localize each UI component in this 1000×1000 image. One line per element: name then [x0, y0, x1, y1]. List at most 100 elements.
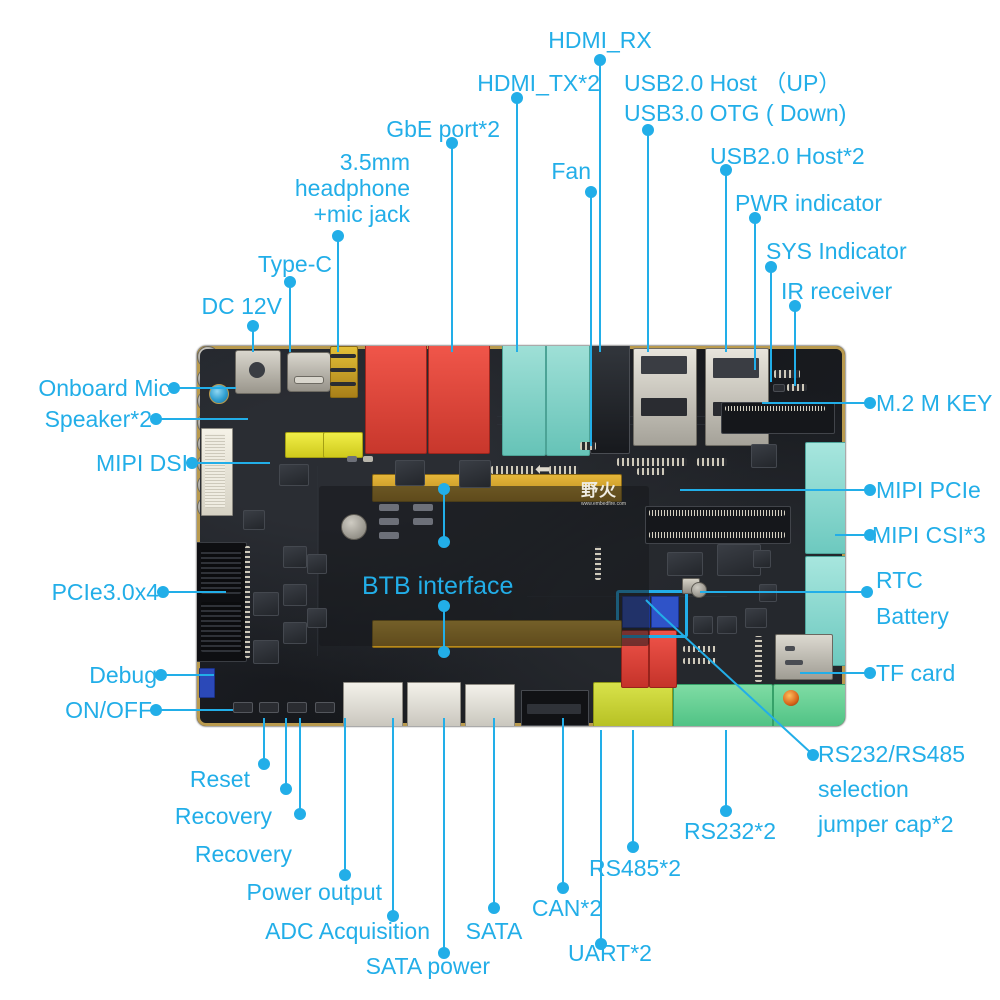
- usb-opening-down: [641, 398, 687, 416]
- callout-power-output: Power output: [246, 879, 382, 905]
- development-board: BTB interface 野火 www.embedfire.com ⬅: [197, 346, 845, 726]
- ic-chip: [667, 552, 703, 576]
- callout-reset: Reset: [189, 766, 250, 792]
- pcie-via-row: [245, 546, 250, 658]
- ic-chip: [283, 622, 307, 644]
- onboard-mic: [209, 384, 229, 404]
- callout-rs485: RS485*2: [588, 855, 682, 881]
- smd-resistor: [379, 518, 399, 525]
- hdmi-rx-port: [590, 346, 630, 454]
- power-led: [783, 690, 799, 706]
- rtc-battery-cell: [691, 582, 707, 598]
- tf-card-slot: [775, 634, 833, 680]
- brand-url: www.embedfire.com: [581, 501, 627, 507]
- callout-jumper-line2: selection: [818, 776, 909, 802]
- callout-jumper-line3: jumper cap*2: [818, 811, 954, 837]
- ic-chip: [759, 584, 777, 602]
- callout-sata-power: SATA power: [365, 953, 490, 979]
- ir-receiver: [787, 384, 807, 391]
- inductor: [341, 514, 367, 540]
- smd-resistor: [413, 518, 433, 525]
- usb-opening-1: [713, 358, 759, 378]
- recovery-button-1: [287, 702, 307, 713]
- mipi-pcie-connector: [805, 442, 845, 554]
- pin-header: [617, 458, 687, 466]
- pin-header: [683, 658, 717, 664]
- sys-indicator-led: [773, 384, 785, 392]
- callout-m2-m-key: M.2 M KEY: [876, 390, 993, 416]
- uart-connector-2: [649, 630, 677, 688]
- jack-silk: [330, 382, 356, 386]
- pcie-contacts-b: [201, 602, 241, 652]
- mipi-pcie-contacts: [649, 510, 785, 516]
- smd-resistor: [379, 504, 399, 511]
- callout-sata: SATA: [465, 918, 523, 944]
- callout-dc-12v: DC 12V: [201, 293, 282, 319]
- fan-header: [580, 442, 596, 450]
- speaker-connector-2: [323, 432, 363, 458]
- hdmi-tx-port-2: [546, 346, 590, 456]
- callout-tf-card: TF card: [876, 660, 956, 686]
- type-c-opening: [294, 376, 324, 384]
- pin-header: [491, 466, 535, 474]
- ic-chip: [753, 550, 771, 568]
- ic-chip: [717, 544, 761, 576]
- ic-chip: [745, 608, 767, 628]
- callout-rtc-line2: Battery: [876, 603, 949, 629]
- smd-resistor: [347, 456, 357, 462]
- btb-interface-label: BTB interface: [362, 572, 514, 600]
- callout-jumper-line1: RS232/RS485: [818, 741, 966, 767]
- callout-usb-down: USB3.0 OTG ( Down): [624, 100, 847, 126]
- rs-selection-jumper-2: [651, 596, 679, 628]
- dc-jack-hole: [249, 362, 265, 378]
- callout-rtc-line1: RTC: [876, 567, 923, 593]
- callout-ir-receiver: IR receiver: [781, 278, 893, 304]
- callout-speaker: Speaker*2: [44, 406, 152, 432]
- jack-silk: [330, 368, 356, 372]
- gbe-port-1: [365, 346, 427, 454]
- ic-chip: [693, 616, 713, 634]
- type-c-port: [287, 352, 331, 392]
- callout-usb2-host-2: USB2.0 Host*2: [710, 143, 865, 169]
- rs485-terminal-block: [673, 684, 773, 726]
- ic-chip: [243, 510, 265, 530]
- callout-mipi-pcie: MIPI PCIe: [876, 477, 981, 503]
- pwr-indicator-led: [774, 370, 800, 378]
- ic-chip: [283, 546, 307, 568]
- ic-chip: [459, 460, 491, 488]
- callout-rs232: RS232*2: [683, 818, 777, 844]
- callout-debug: Debug: [89, 662, 157, 688]
- hdmi-tx-port-1: [502, 346, 546, 456]
- m2-contacts: [725, 406, 825, 411]
- callout-type-c: Type-C: [257, 251, 332, 277]
- recovery-button-2: [315, 702, 335, 713]
- ic-chip: [279, 464, 309, 486]
- btb-area: [319, 486, 649, 646]
- callout-uart: UART*2: [568, 940, 652, 966]
- callout-on-off: ON/OFF: [65, 697, 152, 723]
- tf-slot-detail: [785, 660, 803, 665]
- ic-chip: [283, 584, 307, 606]
- on-off-button: [233, 702, 253, 713]
- callout-can: CAN*2: [531, 895, 603, 921]
- mipi-pcie-contacts-2: [649, 532, 785, 538]
- callout-recovery-1: Recovery: [174, 803, 272, 829]
- pin-header: [549, 466, 579, 474]
- jack-silk: [330, 354, 356, 358]
- rs232-terminal-block: [773, 684, 845, 726]
- sata-power-connector: [465, 684, 515, 726]
- callout-pwr-indicator: PWR indicator: [735, 190, 882, 216]
- ic-chip: [253, 640, 279, 664]
- brand-logo: 野火 www.embedfire.com: [581, 476, 626, 507]
- usb-opening-up: [641, 356, 687, 374]
- arrow-silkscreen: ⬅: [535, 459, 551, 479]
- brand-logo-text: 野火: [581, 481, 617, 500]
- gbe-port-2: [428, 346, 490, 454]
- can-terminal-block: [593, 682, 673, 726]
- callout-usb-up: USB2.0 Host （UP）: [624, 70, 842, 96]
- ic-chip: [307, 554, 327, 574]
- mipi-dsi-contacts: [205, 434, 225, 508]
- smd-resistor: [363, 456, 373, 462]
- pin-header: [595, 546, 601, 580]
